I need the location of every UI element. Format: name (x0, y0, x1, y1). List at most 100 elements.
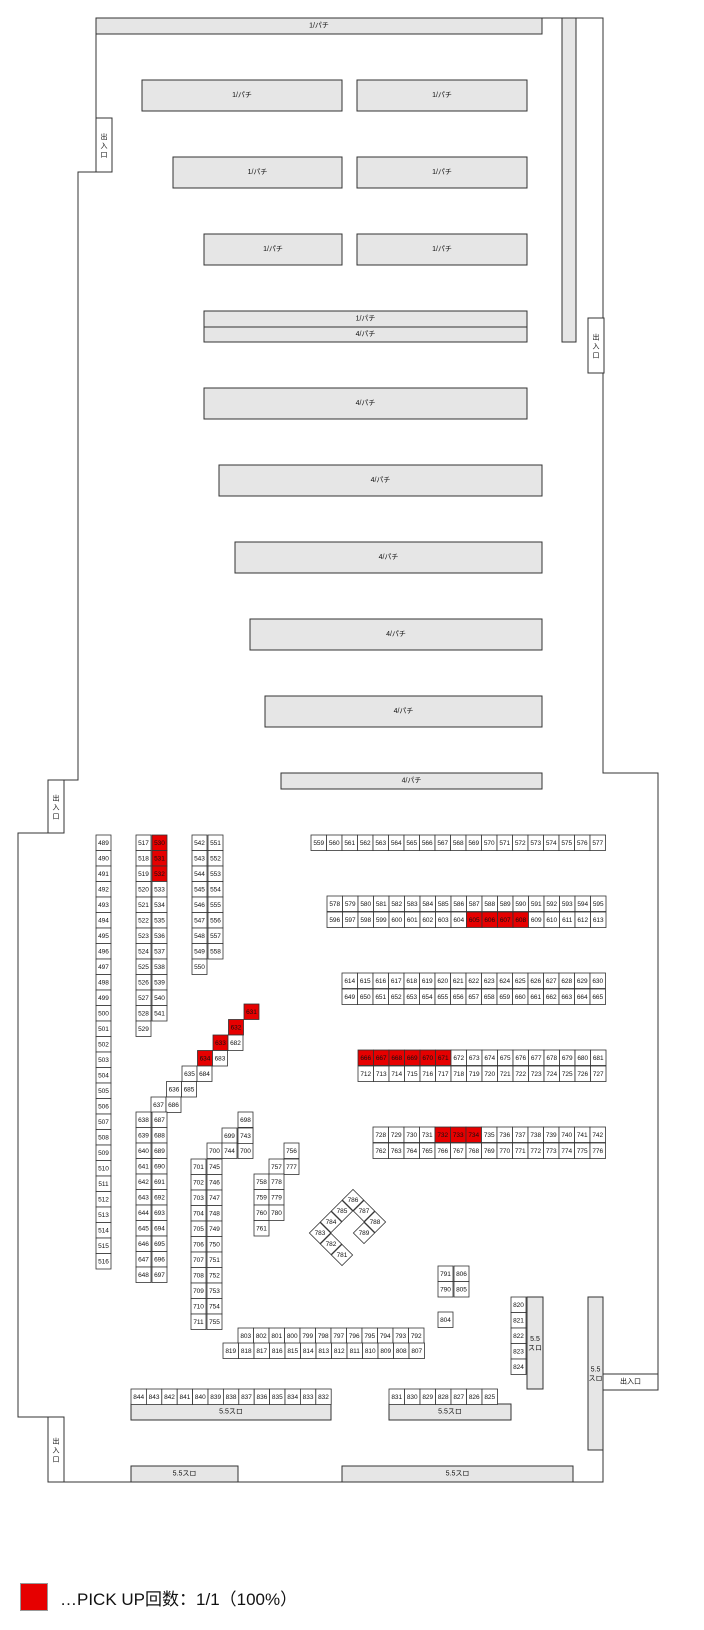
machine-number: 521 (138, 902, 149, 909)
machine-number: 648 (138, 1272, 149, 1279)
machine-number: 630 (592, 978, 603, 985)
machine-number: 771 (515, 1148, 526, 1155)
machine-number: 837 (241, 1394, 252, 1401)
machine-number: 813 (318, 1348, 329, 1355)
machine-number: 732 (437, 1132, 448, 1139)
zone-1pachi (172, 156, 343, 189)
machine-number: 718 (453, 1071, 464, 1078)
machine-number: 654 (422, 994, 433, 1001)
machine-number: 580 (360, 901, 371, 908)
machine-number: 784 (326, 1219, 337, 1226)
zone-5-5slot-label: 5.5スロ (219, 1408, 243, 1416)
machine-cell (589, 972, 606, 989)
machine-number: 712 (360, 1071, 371, 1078)
machine-number: 581 (376, 901, 387, 908)
machine-number: 835 (272, 1394, 283, 1401)
machine-number: 588 (484, 901, 495, 908)
machine-number: 501 (98, 1026, 109, 1033)
machine-number: 731 (422, 1132, 433, 1139)
machine-number: 724 (546, 1071, 557, 1078)
machine-number: 627 (546, 978, 557, 985)
machine-cell (408, 1342, 425, 1359)
machine-number: 715 (407, 1071, 418, 1078)
machine-number: 830 (407, 1394, 418, 1401)
entrance-box (47, 1416, 65, 1483)
machine-cell (151, 1266, 168, 1283)
machine-number: 600 (391, 917, 402, 924)
machine-number: 772 (530, 1148, 541, 1155)
machine-cell (453, 1281, 470, 1298)
machine-number: 768 (468, 1148, 479, 1155)
machine-number: 762 (375, 1148, 386, 1155)
machine-number: 623 (484, 978, 495, 985)
machine-number: 807 (411, 1348, 422, 1355)
machine-number: 496 (98, 948, 109, 955)
zone-1pachi-label: 1/パチ (263, 245, 283, 253)
machine-number: 541 (154, 1010, 165, 1017)
machine-number: 539 (154, 979, 165, 986)
machine-cell (190, 1313, 207, 1330)
machine-number: 776 (592, 1148, 603, 1155)
zone-4pachi (203, 326, 528, 343)
machine-number: 794 (380, 1333, 391, 1340)
machine-number: 714 (391, 1071, 402, 1078)
machine-number: 574 (546, 840, 557, 847)
machine-number: 599 (376, 917, 387, 924)
zone-4pachi (234, 541, 543, 574)
machine-number: 745 (209, 1164, 220, 1171)
machine-cell (283, 1158, 300, 1175)
machine-number: 621 (453, 978, 464, 985)
machine-number: 554 (210, 886, 221, 893)
legend-text: …PICK UP回数：1/1（100%） (60, 1589, 298, 1609)
machine-number: 538 (154, 964, 165, 971)
machine-number: 575 (561, 840, 572, 847)
machine-number: 684 (199, 1071, 210, 1078)
machine-number: 678 (546, 1055, 557, 1062)
machine-number: 833 (303, 1394, 314, 1401)
machine-number: 738 (530, 1132, 541, 1139)
machine-number: 689 (154, 1148, 165, 1155)
entrance-label: 出入口 (620, 1377, 641, 1386)
machine-number: 641 (138, 1163, 149, 1170)
machine-number: 545 (194, 886, 205, 893)
diamond-machine (308, 1221, 332, 1245)
machine-number: 542 (194, 840, 205, 847)
diamond-machine (330, 1199, 354, 1223)
machine-number: 687 (154, 1117, 165, 1124)
machine-number: 769 (484, 1148, 495, 1155)
machine-number: 555 (210, 902, 221, 909)
machine-number: 663 (561, 994, 572, 1001)
machine-number: 800 (287, 1333, 298, 1340)
machine-number: 750 (209, 1241, 220, 1248)
machine-number: 842 (164, 1394, 175, 1401)
machine-number: 758 (256, 1179, 267, 1186)
machine-number: 586 (453, 901, 464, 908)
machine-cell (268, 1204, 285, 1221)
zone-vertical-right (561, 17, 577, 343)
machine-number: 763 (391, 1148, 402, 1155)
machine-number: 525 (138, 964, 149, 971)
machine-number: 492 (98, 886, 109, 893)
machine-number: 503 (98, 1057, 109, 1064)
machine-number: 717 (438, 1071, 449, 1078)
machine-number: 508 (98, 1134, 109, 1141)
machine-number: 535 (154, 917, 165, 924)
machine-number: 553 (210, 871, 221, 878)
machine-number: 556 (210, 917, 221, 924)
legend: …PICK UP回数：1/1（100%） (20, 1583, 297, 1611)
machine-number: 584 (422, 901, 433, 908)
machine-cell (590, 1049, 607, 1066)
machine-number: 524 (138, 948, 149, 955)
machine-number: 559 (313, 840, 324, 847)
machine-number: 740 (561, 1132, 572, 1139)
machine-number: 649 (344, 994, 355, 1001)
machine-number: 569 (468, 840, 479, 847)
machine-cell (589, 834, 606, 851)
zone-1pachi (356, 233, 528, 266)
zone-1pachi-label: 1/パチ (232, 91, 252, 99)
entrance-box (95, 117, 113, 173)
machine-number: 743 (240, 1133, 251, 1140)
machine-number: 700 (240, 1148, 251, 1155)
machine-number: 749 (209, 1226, 220, 1233)
